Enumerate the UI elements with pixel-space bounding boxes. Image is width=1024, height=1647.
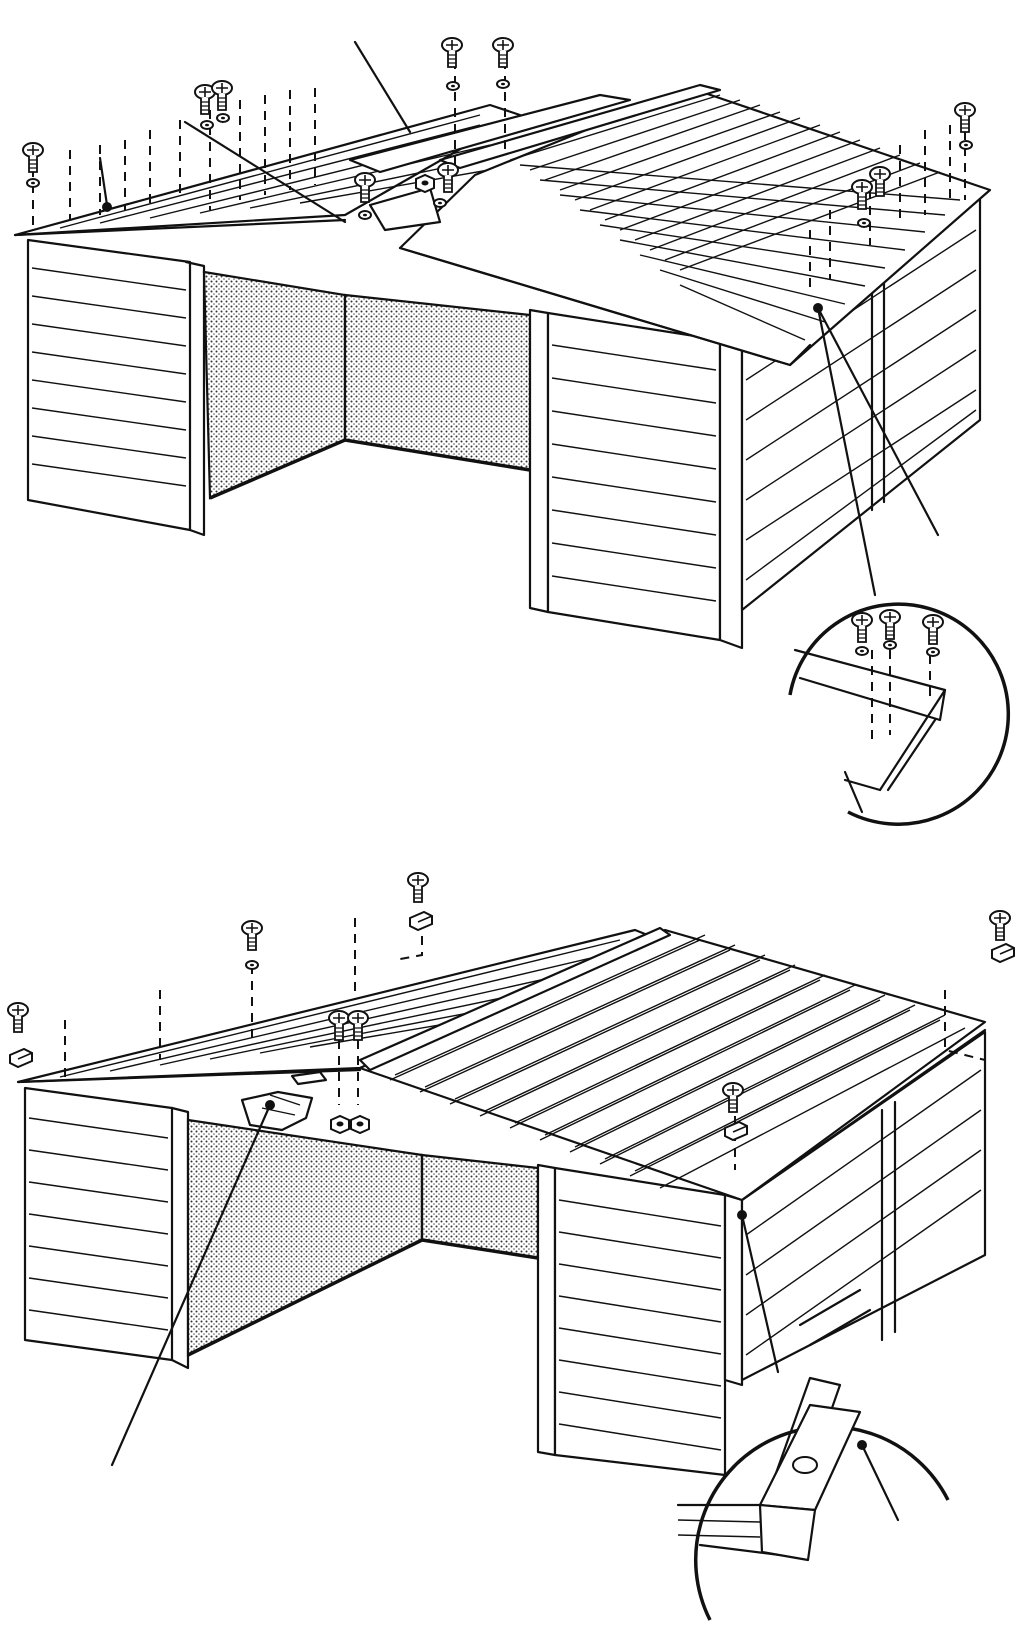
washer-icon: [245, 960, 259, 970]
washer-icon: [433, 198, 447, 208]
washer-icon: [496, 79, 510, 89]
washer-icon: [855, 646, 869, 656]
bracket-icon: [9, 1048, 33, 1068]
bottom-assembly-step: [7, 872, 1015, 1621]
screw-icon: [211, 80, 233, 111]
fastener-lines-top: [32, 60, 966, 290]
leader-dot-icon: [102, 202, 112, 212]
screw-icon: [492, 37, 514, 68]
screw-icon: [851, 612, 873, 643]
detail-callout-top: [788, 602, 1011, 826]
nut-icon: [330, 1115, 350, 1134]
bracket-icon: [409, 911, 433, 931]
detail-callout-bottom: [676, 1376, 950, 1621]
screw-icon: [241, 920, 263, 951]
screw-icon: [954, 102, 976, 133]
washer-icon: [216, 113, 230, 123]
screw-icon: [989, 910, 1011, 941]
top-assembly-step: [13, 37, 1011, 826]
left-wall-bottom: [23, 1086, 190, 1370]
screw-icon: [437, 162, 459, 193]
screw-icon: [922, 614, 944, 645]
ridge-cap-top: [348, 93, 632, 232]
screw-icon: [879, 609, 901, 640]
right-roof-panel-top: [398, 83, 992, 367]
front-wall-top: [528, 308, 744, 650]
washer-icon: [200, 120, 214, 130]
leaders-top: [98, 40, 940, 597]
front-wall-bottom: [536, 1163, 744, 1477]
screw-icon: [22, 142, 44, 173]
washer-icon: [358, 210, 372, 220]
washer-icon: [959, 140, 973, 150]
leaders-bottom: [110, 1100, 780, 1467]
bracket-icon: [991, 943, 1015, 963]
screw-icon: [7, 1002, 29, 1033]
washer-icon: [857, 218, 871, 228]
nut-icon: [350, 1115, 370, 1134]
washer-icon: [883, 640, 897, 650]
open-interior-bottom: [186, 1118, 540, 1357]
truss-plate: [240, 1070, 328, 1132]
washer-icon: [26, 178, 40, 188]
right-roof-panel-bottom: [358, 926, 987, 1202]
washer-icon: [926, 647, 940, 657]
screw-icon: [441, 37, 463, 68]
open-interior-top: [202, 270, 532, 500]
nut-icon: [415, 174, 435, 193]
screw-icon: [407, 872, 429, 903]
washer-icon: [446, 81, 460, 91]
left-wall-top: [26, 238, 206, 537]
